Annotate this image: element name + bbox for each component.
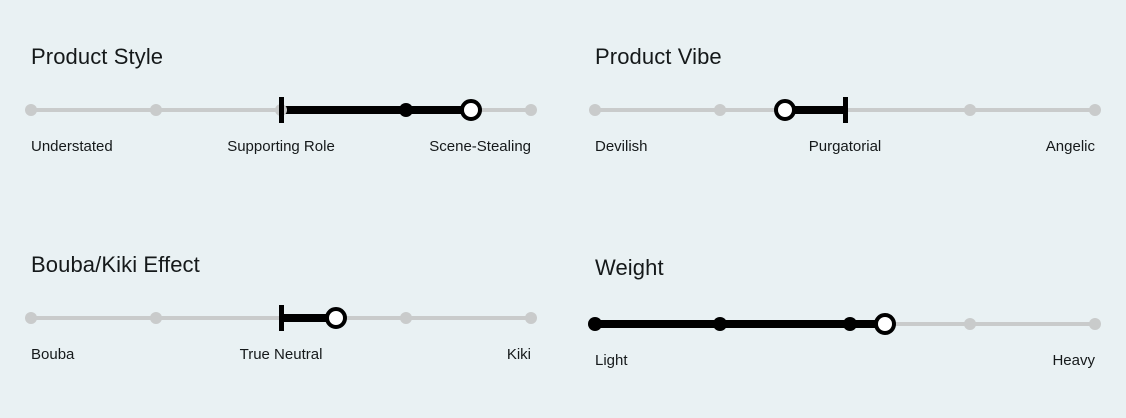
scale-label-start: Bouba bbox=[31, 346, 75, 363]
slider-scale-product-vibe: Devilish Purgatorial Angelic bbox=[595, 137, 1095, 157]
slider-tick-dot[interactable] bbox=[525, 312, 537, 324]
slider-track-product-style[interactable] bbox=[25, 93, 537, 127]
slider-track-product-vibe[interactable] bbox=[589, 93, 1101, 127]
slider-track-weight[interactable] bbox=[588, 307, 1101, 341]
scale-label-end: Scene-Stealing bbox=[429, 138, 531, 155]
slider-block-bouba-kiki-effect: Bouba/Kiki Effect Bouba True Neutral Kik… bbox=[25, 252, 537, 365]
slider-tick-dot[interactable] bbox=[150, 312, 162, 324]
slider-tick-dot[interactable] bbox=[964, 318, 976, 330]
slider-knob-product-vibe[interactable] bbox=[774, 99, 796, 121]
slider-tick-dot[interactable] bbox=[1089, 318, 1101, 330]
scale-label-mid: Supporting Role bbox=[227, 138, 335, 155]
slider-title-weight: Weight bbox=[595, 255, 664, 280]
scale-label-start: Devilish bbox=[595, 138, 648, 155]
slider-tick-dot[interactable] bbox=[25, 312, 37, 324]
slider-track-bouba-kiki-effect[interactable] bbox=[25, 301, 537, 335]
slider-scale-weight: Light Heavy bbox=[595, 351, 1095, 371]
slider-tick-dot[interactable] bbox=[589, 104, 601, 116]
slider-title-product-vibe: Product Vibe bbox=[595, 44, 722, 69]
slider-tick-dot[interactable] bbox=[25, 104, 37, 116]
slider-knob-weight[interactable] bbox=[874, 313, 896, 335]
scale-label-mid: Purgatorial bbox=[808, 138, 882, 155]
slider-knob-product-style[interactable] bbox=[460, 99, 482, 121]
scale-label-start: Understated bbox=[31, 138, 113, 155]
slider-tick-dot[interactable] bbox=[400, 312, 412, 324]
slider-rail-active bbox=[281, 106, 471, 114]
slider-tick-dot[interactable] bbox=[150, 104, 162, 116]
scale-label-end: Angelic bbox=[1045, 138, 1095, 155]
slider-reference-marker bbox=[278, 97, 284, 123]
slider-rail-active bbox=[785, 106, 845, 114]
slider-tick-dot-active[interactable] bbox=[713, 317, 727, 331]
slider-tick-dot[interactable] bbox=[1089, 104, 1101, 116]
slider-tick-dot-active[interactable] bbox=[843, 317, 857, 331]
slider-scale-product-style: Understated Supporting Role Scene-Steali… bbox=[31, 137, 531, 157]
slider-title-product-style: Product Style bbox=[31, 44, 164, 69]
slider-title-bouba-kiki-effect: Bouba/Kiki Effect bbox=[31, 252, 200, 277]
slider-tick-dot[interactable] bbox=[964, 104, 976, 116]
slider-scale-bouba-kiki-effect: Bouba True Neutral Kiki bbox=[31, 345, 531, 365]
scale-label-start: Light bbox=[595, 352, 628, 369]
slider-rail-active bbox=[281, 314, 336, 322]
scale-label-end: Heavy bbox=[1052, 352, 1095, 369]
slider-block-product-style: Product Style Understated Supporting Rol… bbox=[25, 44, 537, 157]
slider-tick-dot-active[interactable] bbox=[399, 103, 413, 117]
slider-tick-dot[interactable] bbox=[525, 104, 537, 116]
slider-tick-dot-active[interactable] bbox=[588, 317, 602, 331]
slider-rail-active bbox=[595, 320, 885, 328]
slider-block-product-vibe: Product Vibe Devilish Purgatorial Angeli… bbox=[589, 44, 1101, 157]
scale-label-mid: True Neutral bbox=[239, 346, 323, 363]
slider-knob-bouba-kiki-effect[interactable] bbox=[325, 307, 347, 329]
slider-reference-marker bbox=[278, 305, 284, 331]
slider-block-weight: Weight Light Heavy bbox=[588, 255, 1101, 371]
slider-reference-marker bbox=[842, 97, 848, 123]
slider-tick-dot[interactable] bbox=[714, 104, 726, 116]
scale-label-end: Kiki bbox=[506, 346, 531, 363]
